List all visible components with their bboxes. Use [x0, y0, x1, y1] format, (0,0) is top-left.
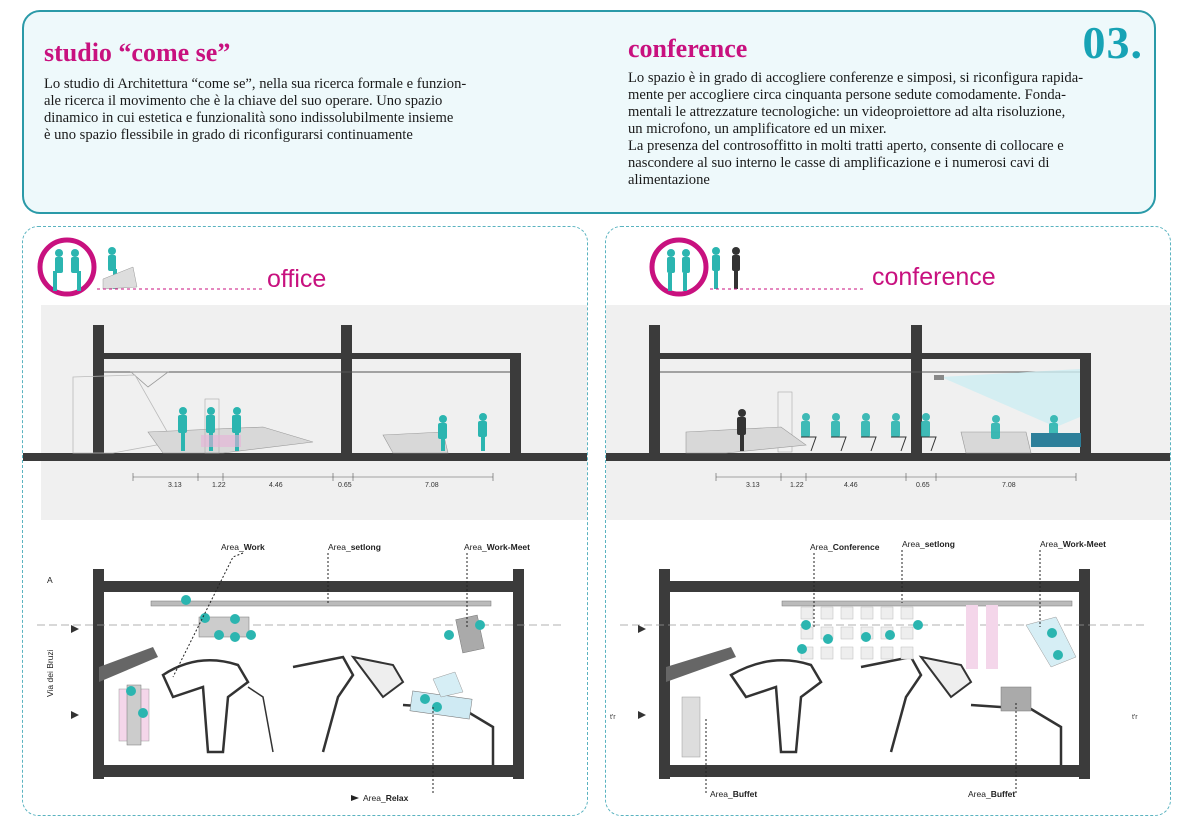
street-label: Via dei Bruzi	[45, 649, 55, 697]
section-background	[41, 305, 587, 520]
conference-title: conference	[628, 34, 748, 63]
dimension-label: 1.22	[790, 482, 804, 489]
conference-text-line: La presenza del controsoffitto in molti …	[628, 138, 1064, 154]
conference-section	[606, 325, 1170, 461]
studio-text-line: ale ricerca il movimento che è la chiave…	[44, 93, 443, 109]
section-mark-left: t'r	[610, 714, 616, 721]
conference-text-line: Lo spazio è in grado di accogliere confe…	[628, 70, 1084, 86]
area-conference-label: Area_Conference	[810, 542, 880, 552]
studio-text-line: dinamico in cui estetica e funzionalità …	[44, 110, 454, 126]
area-work-meet-label: Area_Work-Meet	[464, 542, 530, 552]
dimension-label: 3.13	[746, 482, 760, 489]
office-section	[23, 325, 587, 461]
dimension-label: 1.22	[212, 482, 226, 489]
conference-mode-label: conference	[872, 263, 996, 291]
intro-box	[22, 10, 1156, 214]
conference-drawing: conference	[606, 237, 1170, 799]
area-relax-label: Area_Relax	[363, 793, 409, 803]
dimension-label: 4.46	[269, 482, 283, 489]
dimension-label: 4.46	[844, 482, 858, 489]
conference-floor-plan	[620, 569, 1146, 779]
area-work-meet-label: Area_Work-Meet	[1040, 539, 1106, 549]
area-setlong-label: Area_setlong	[328, 542, 381, 552]
area-buffet-right-label: Area_Buffet	[968, 789, 1015, 799]
conference-dimension-line: 3.13 1.22 4.46 0.65 7.08	[715, 473, 1077, 489]
studio-text-line: è uno spazio flessibile in grado di rico…	[44, 127, 413, 143]
conference-text-line: mente per accogliere circa cinquanta per…	[628, 87, 1067, 103]
studio-description: Lo studio di Architettura “come se”, nel…	[44, 76, 524, 144]
page-number: 03.	[1082, 17, 1143, 68]
office-mode-icon	[37, 237, 138, 297]
conference-text-line: alimentazione	[628, 172, 710, 188]
conference-panel: conference	[605, 226, 1171, 816]
office-dimension-line: 3.13 1.22 4.46 0.65 7.08	[132, 473, 494, 489]
conference-text-line: un microfono, un amplificatore ed un mix…	[628, 121, 887, 137]
conference-text-line: nascondere al suo interno le casse di am…	[628, 155, 1050, 171]
section-mark-a: A	[47, 575, 53, 585]
office-drawing: office 3.13 1.22 4.46 0	[23, 237, 587, 803]
conference-mode-icon	[649, 237, 740, 297]
office-floor-plan	[37, 569, 563, 779]
area-work-label: Area_Work	[221, 542, 265, 552]
studio-title: studio “come se”	[44, 38, 231, 67]
office-panel: office 3.13 1.22 4.46 0	[22, 226, 588, 816]
conference-description: Lo spazio è in grado di accogliere confe…	[628, 70, 1138, 189]
dimension-label: 7.08	[425, 482, 439, 489]
office-mode-label: office	[267, 265, 326, 293]
area-buffet-left-label: Area_Buffet	[710, 789, 757, 799]
studio-text-line: Lo studio di Architettura “come se”, nel…	[44, 76, 467, 92]
dimension-label: 0.65	[338, 482, 352, 489]
section-mark-right: t'r	[1132, 714, 1138, 721]
dimension-label: 3.13	[168, 482, 182, 489]
dimension-label: 0.65	[916, 482, 930, 489]
dimension-label: 7.08	[1002, 482, 1016, 489]
area-setlong-label: Area_setlong	[902, 539, 955, 549]
conference-text-line: mentali le attrezzature tecnologiche: un…	[628, 104, 1066, 120]
